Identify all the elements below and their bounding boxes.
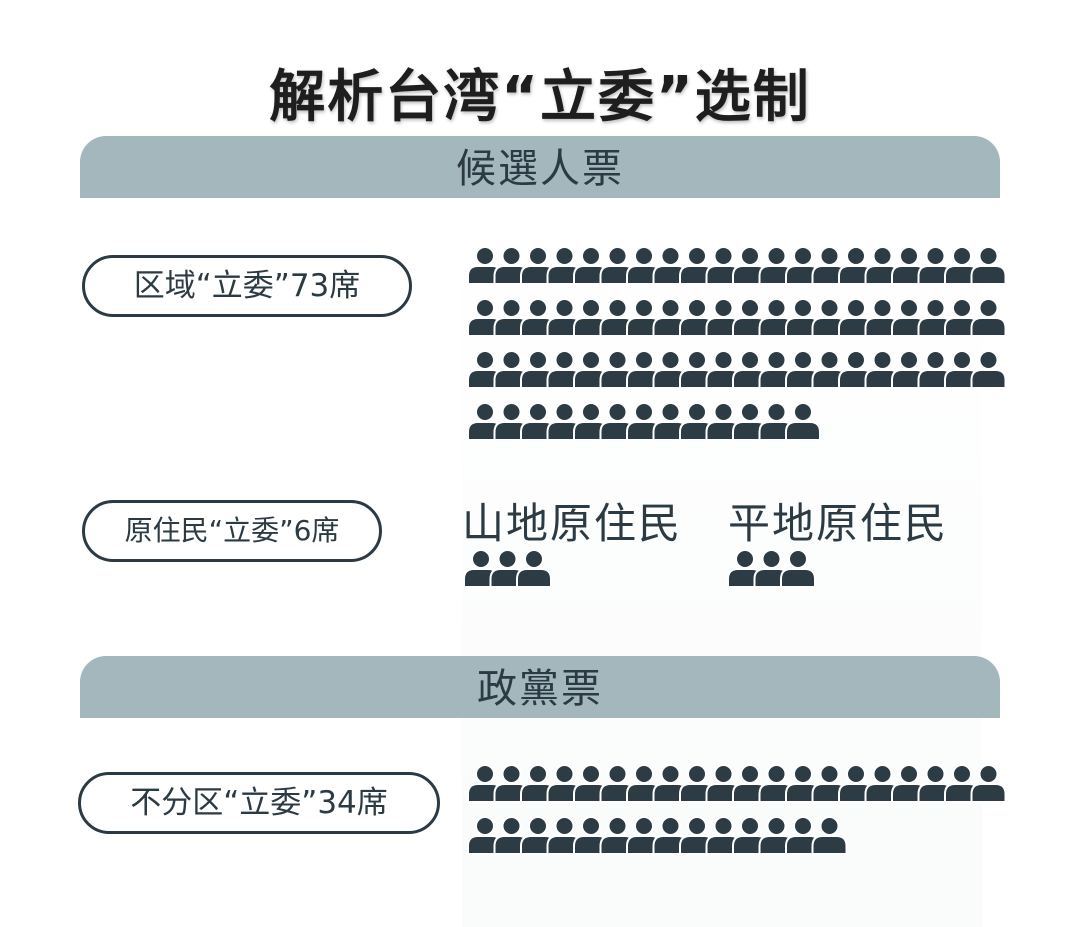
person-icon: [705, 764, 742, 803]
person-icon: [679, 246, 715, 285]
person-icon: [546, 350, 583, 389]
person-icon: [679, 764, 715, 803]
person-icons-svg: [467, 816, 848, 855]
person-icons-svg: [467, 402, 821, 441]
seat-icon-row: [462, 549, 553, 589]
person-icon: [970, 246, 1007, 285]
person-icon: [811, 816, 848, 855]
at-large-seats-label: 不分区“立委”34席: [78, 772, 440, 834]
person-icons-svg: [467, 246, 1007, 285]
seat-icon-row: [726, 549, 817, 589]
plains-indigenous-label: 平地原住民: [728, 499, 949, 548]
seat-icon-row: [466, 816, 849, 856]
person-icon: [891, 764, 927, 803]
person-icon: [864, 298, 901, 337]
person-icon: [573, 402, 609, 441]
person-icon: [489, 549, 526, 588]
district-seats-label: 区域“立委”73席: [82, 255, 412, 317]
person-icon: [970, 298, 1007, 337]
person-icons-svg: [463, 549, 552, 588]
person-icons-svg: [467, 298, 1007, 337]
person-icons-svg: [467, 350, 1007, 389]
candidate-vote-header: 候選人票: [80, 136, 1000, 198]
person-icon: [917, 350, 954, 389]
person-icon: [516, 549, 552, 588]
indigenous-seats-label: 原住民“立委”6席: [82, 500, 382, 562]
seat-icon-row: [466, 246, 1008, 286]
person-icon: [970, 350, 1007, 389]
person-icon: [626, 298, 662, 337]
person-icon: [780, 549, 816, 588]
seat-icon-row: [466, 764, 1008, 804]
seat-icon-row: [466, 298, 1008, 338]
person-icon: [970, 764, 1007, 803]
person-icon: [467, 402, 503, 441]
person-icon: [626, 246, 662, 285]
person-icon: [785, 402, 821, 441]
person-icons-svg: [467, 764, 1007, 803]
mountain-indigenous-label: 山地原住民: [462, 499, 683, 548]
seat-icon-row: [466, 402, 822, 442]
person-icons-svg: [727, 549, 816, 588]
page-title: 解析台湾“立委”选制: [269, 65, 811, 130]
seat-icon-row: [466, 350, 1008, 390]
party-vote-header: 政黨票: [80, 656, 1000, 718]
